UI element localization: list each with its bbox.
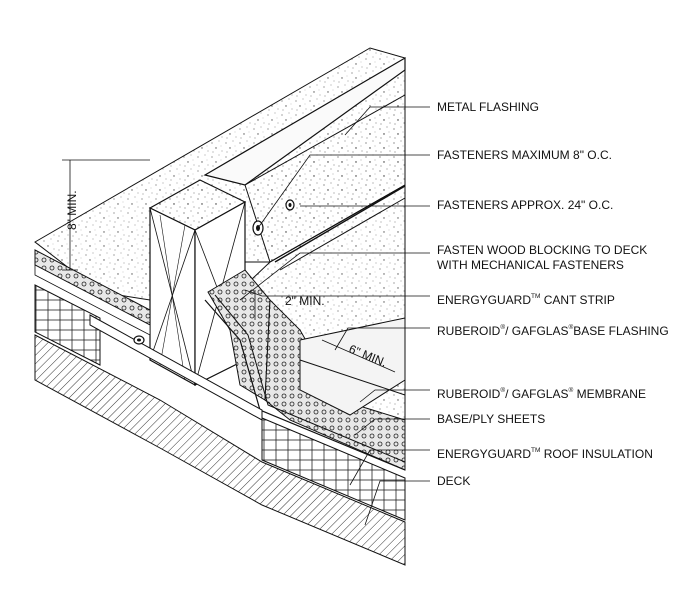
registered-mark: ®: [500, 324, 506, 331]
registered-mark: ®: [500, 387, 506, 394]
callout-text: CANT STRIP: [540, 293, 615, 307]
registered-mark: ®: [568, 387, 574, 394]
callout-text: MEMBRANE: [573, 387, 646, 401]
dimension-lines: [62, 159, 396, 373]
brand: / GAFGLAS: [505, 387, 569, 401]
callout-text-line-1: FASTEN WOOD BLOCKING TO DECK: [437, 243, 648, 257]
callout-insulation: ENERGYGUARDTM ROOF INSULATION: [437, 443, 653, 462]
brand: ENERGYGUARD: [437, 293, 532, 307]
callout-base-flashing: RUBEROID®/ GAFGLAS®BASE FLASHING: [437, 320, 669, 339]
callout-membrane: RUBEROID®/ GAFGLAS® MEMBRANE: [437, 383, 646, 402]
brand: / GAFGLAS: [505, 324, 569, 338]
callout-text: FASTENERS APPROX. 24" O.C.: [437, 198, 614, 212]
dimension-label-2-min: 2" MIN.: [285, 294, 325, 308]
callout-fasten-blocking: FASTEN WOOD BLOCKING TO DECK WITH MECHAN…: [437, 243, 647, 273]
callout-text: FASTENERS MAXIMUM 8" O.C.: [437, 148, 612, 162]
callout-fasteners-8: FASTENERS MAXIMUM 8" O.C.: [437, 148, 612, 163]
brand: RUBEROID: [437, 387, 501, 401]
callout-text: DECK: [437, 474, 471, 488]
callout-text: ROOF INSULATION: [540, 447, 653, 461]
callout-text: BASE/PLY SHEETS: [437, 412, 546, 426]
grid-block-wall: [34, 284, 406, 521]
callout-base-ply: BASE/PLY SHEETS: [437, 412, 545, 427]
callout-metal-flashing: METAL FLASHING: [437, 100, 539, 115]
callout-leaders: [239, 106, 430, 526]
brand: ENERGYGUARD: [437, 447, 532, 461]
registered-mark: ®: [568, 324, 574, 331]
callout-deck: DECK: [437, 474, 470, 489]
callout-text: BASE FLASHING: [573, 324, 669, 338]
brand: RUBEROID: [437, 324, 501, 338]
callout-cant-strip: ENERGYGUARDTM CANT STRIP: [437, 289, 615, 308]
callout-fasteners-24: FASTENERS APPROX. 24" O.C.: [437, 198, 613, 213]
trademark: TM: [531, 447, 541, 454]
trademark: TM: [531, 293, 541, 300]
metal-flashing-strip: [203, 56, 406, 271]
deck-hatch: [34, 314, 406, 566]
callout-text: METAL FLASHING: [437, 100, 540, 114]
callout-text-line-2: WITH MECHANICAL FASTENERS: [437, 258, 624, 272]
dimension-label-8-min: 8" MIN.: [65, 190, 79, 230]
left-insulation-layers: [34, 249, 151, 336]
